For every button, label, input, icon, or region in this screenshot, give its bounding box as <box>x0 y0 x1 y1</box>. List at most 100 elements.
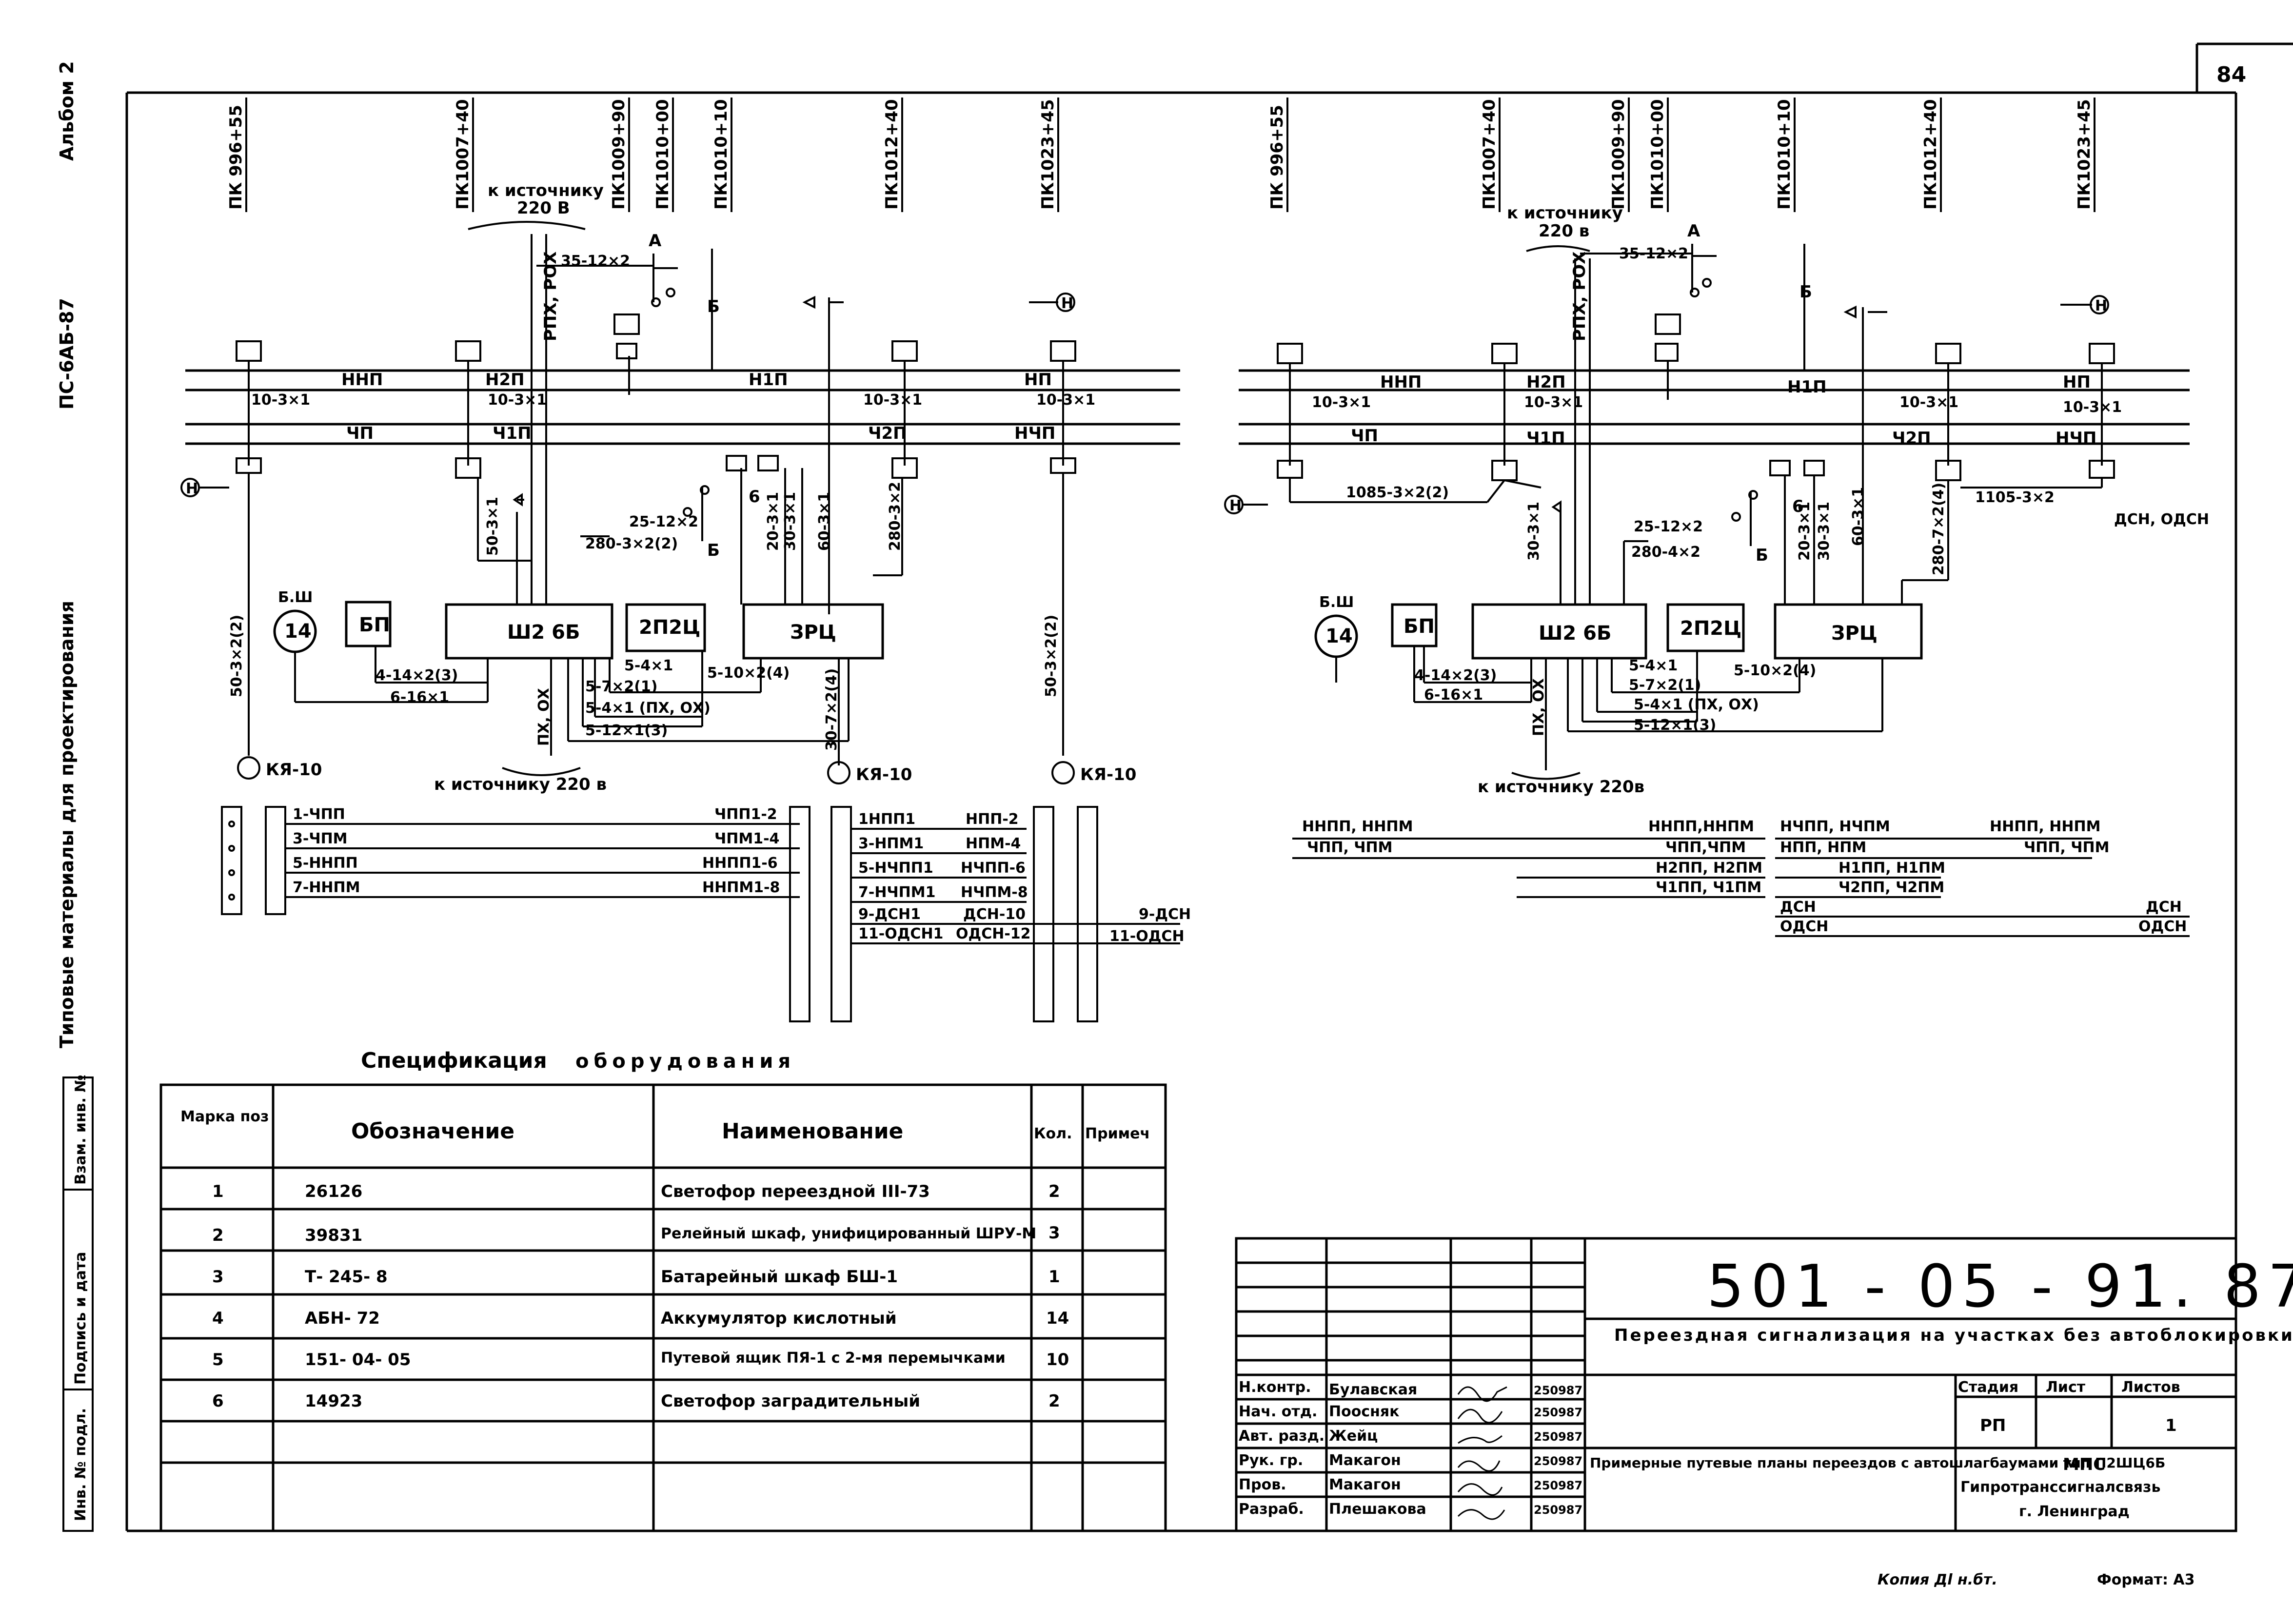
box-label: КЯ-10 <box>856 765 912 784</box>
role-label: Рук. гр. <box>1239 1452 1303 1469</box>
battery-count: 14 <box>1325 625 1353 647</box>
terminal-label: 11-ОДСН1 <box>858 925 943 942</box>
bus-label: ОДСН <box>2138 918 2187 935</box>
terminal-label: 1-ЧПП <box>293 806 345 823</box>
point-a: А <box>649 231 662 251</box>
spec-cell-name: Аккумулятор кислотный <box>661 1309 897 1328</box>
terminal-label: ННПМ1-8 <box>702 879 780 896</box>
right-bottom-wires <box>1335 646 1883 770</box>
cable-label: 50-3×1 <box>484 497 501 556</box>
album-code: ПС-6АБ-87 <box>56 298 78 410</box>
battery-label: Б.Ш <box>278 589 313 606</box>
picket-label: ПК1012+40 <box>1921 99 1940 210</box>
stage-value: РП <box>1980 1416 2006 1435</box>
page-number: 84 <box>2216 62 2246 87</box>
cable-label: 4-14×2(3) <box>1414 667 1497 684</box>
terminal-label: 3-ЧПМ <box>293 830 348 847</box>
bus-label: ННПП, ННПМ <box>1990 818 2100 835</box>
cable-label: 5-4×1 (ПХ, ОХ) <box>1634 696 1759 713</box>
terminal-label: 7-НЧПМ1 <box>858 884 936 901</box>
spec-row: 3 Т- 245- 8 Батарейный шкаф БШ-1 1 <box>212 1267 1060 1287</box>
spec-header-name: Наименование <box>722 1119 903 1144</box>
picket-label: ПК1009+90 <box>1609 99 1628 210</box>
bus-label: ННПП, ННПМ <box>1302 818 1413 835</box>
terminal-label: НЧПМ-8 <box>961 884 1028 901</box>
spec-cell-pos: 4 <box>212 1309 224 1328</box>
left-wires <box>248 234 1064 756</box>
terminal-label: НЧПП-6 <box>961 860 1026 877</box>
cable-label: 5-12×1(3) <box>1634 717 1716 734</box>
sheets-header: Листов <box>2121 1379 2180 1396</box>
box-label: КЯ-10 <box>1080 765 1136 784</box>
dir-marker-right <box>1029 293 1075 312</box>
right-units <box>1314 603 1923 660</box>
unit-pc: 2П2Ц <box>1680 617 1741 640</box>
stamp-label-replace: Взам. инв. № <box>72 1075 89 1185</box>
stamp-label-signature: Подпись и дата <box>72 1252 89 1385</box>
cable-label: 10-3×1 <box>1524 394 1583 411</box>
spec-cell-pos: 2 <box>212 1226 224 1245</box>
cable-label: 10-3×1 <box>1899 394 1958 411</box>
bus-label: ОДСН <box>1780 918 1828 935</box>
picket-label: ПК1010+10 <box>712 99 731 210</box>
cable-label: 5-4×1 (ПХ, ОХ) <box>585 700 711 717</box>
track-label: Ч1П <box>493 424 532 443</box>
cable-label: 10-3×1 <box>1312 394 1371 411</box>
track-label: НЧП <box>1014 424 1055 443</box>
cable-label: ПХ, ОХ <box>1530 678 1547 736</box>
point-b: Б <box>1799 282 1812 302</box>
spec-header-code: Обозначение <box>351 1119 514 1144</box>
point-b: Б <box>707 297 720 316</box>
spec-header-pos: Марка поз <box>180 1108 269 1125</box>
sheet-header: Лист <box>2046 1379 2086 1396</box>
terminal-label: ЧПП1-2 <box>714 806 777 823</box>
cable-label: 30-7×2(4) <box>823 668 840 751</box>
cable-label: 30-3×1 <box>1525 502 1542 561</box>
cable-label: 10-3×1 <box>863 391 922 409</box>
dir-marker-label: Н <box>1229 497 1242 514</box>
footer-format: Формат: А3 <box>2097 1571 2195 1588</box>
spec-row: 5 151- 04- 05 Путевой ящик ПЯ-1 с 2-мя п… <box>212 1350 1069 1370</box>
cable-vertical: РПХ, РОХ <box>1570 252 1589 341</box>
cable-label: 60-3×1 <box>816 492 833 551</box>
cable-label: 25-12×2 <box>1634 518 1703 535</box>
cable-label: 5-12×1(3) <box>585 722 668 739</box>
specification-table: Спецификация оборудования Марка поз Обоз… <box>159 1048 1167 1532</box>
role-date: 250987 <box>1534 1406 1582 1419</box>
spec-cell-name: Релейный шкаф, унифицированный ШРУ-М <box>661 1225 1036 1242</box>
role-label: Пров. <box>1239 1476 1286 1493</box>
cable-label: 280-4×2 <box>1631 544 1700 561</box>
doc-number: 501 - 05 - 91. 87 <box>1707 1253 2293 1321</box>
stage-header: Стадия <box>1958 1379 2018 1396</box>
spec-row: 1 26126 Светофор переездной III-73 2 <box>212 1182 1060 1201</box>
title-block: 501 - 05 - 91. 87 Переездная сигнализаци… <box>1235 1237 2293 1532</box>
terminal-label: 1НПП1 <box>858 811 915 828</box>
spec-row: 4 АБН- 72 Аккумулятор кислотный 14 <box>212 1309 1069 1328</box>
picket-label: ПК1007+40 <box>1480 99 1499 210</box>
spec-cell-name: Светофор заградительный <box>661 1391 920 1411</box>
unit-shelf: Ш2 6Б <box>507 621 580 644</box>
album-label: Альбом 2 <box>56 61 78 161</box>
picket-label: ПК1010+00 <box>653 99 672 210</box>
unit-zrc: ЗРЦ <box>790 621 836 644</box>
track-label: ЧП <box>1351 426 1378 446</box>
left-boxes <box>237 756 1075 784</box>
spec-header-qty: Кол. <box>1034 1125 1072 1142</box>
left-stamp-strip <box>62 1076 94 1532</box>
spec-title-b: оборудования <box>575 1050 795 1073</box>
right-bus-lines <box>1292 838 2190 937</box>
left-pickets <box>245 98 1059 212</box>
spec-cell-qty: 10 <box>1046 1350 1069 1370</box>
cable-label: 10-3×1 <box>488 391 547 409</box>
cable-label: 30-3×1 <box>1816 502 1833 561</box>
terminal-label: 7-ННПМ <box>293 879 360 896</box>
cable-label: 5-10×2(4) <box>1734 662 1816 679</box>
spec-cell-name: Путевой ящик ПЯ-1 с 2-мя перемычками <box>661 1350 1006 1367</box>
track-label: Н2П <box>1526 372 1566 392</box>
spec-title-a: Спецификация <box>361 1048 547 1073</box>
left-units <box>273 601 884 660</box>
left-rails <box>185 369 1180 445</box>
role-name: Жейц <box>1329 1428 1378 1445</box>
spec-cell-qty: 14 <box>1046 1309 1069 1328</box>
